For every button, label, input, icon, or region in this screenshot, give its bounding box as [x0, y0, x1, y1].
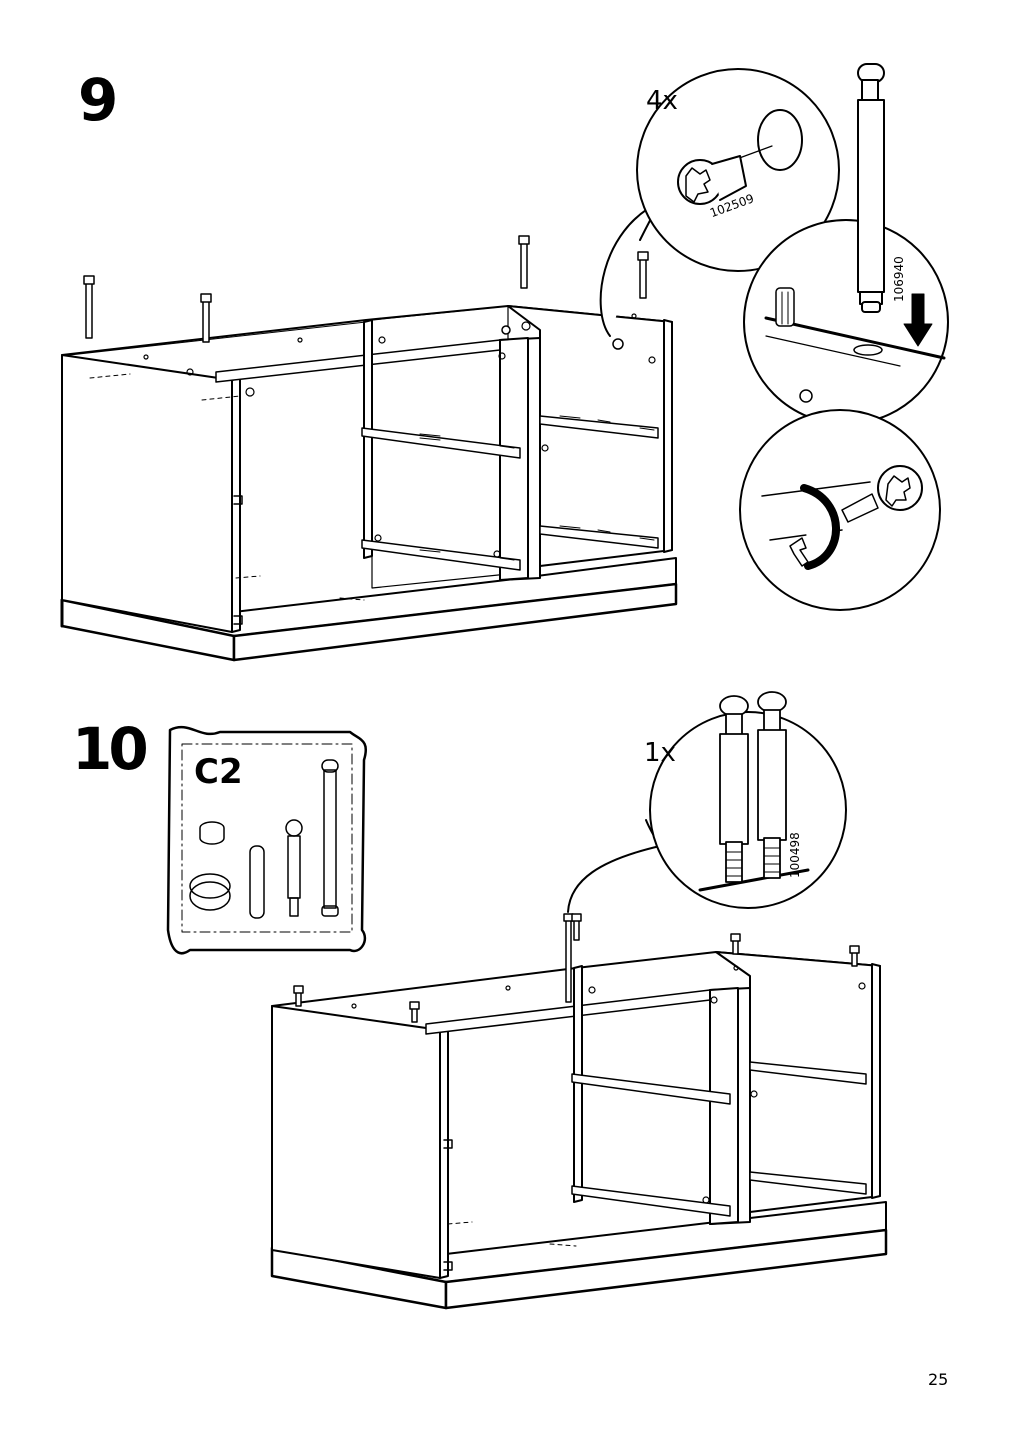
step9-callouts [599, 68, 949, 611]
step-10-number: 10 [72, 715, 149, 783]
step-9-number: 9 [78, 66, 118, 134]
step9-dowel [857, 63, 885, 313]
parts-bag-c2 [166, 725, 367, 955]
step10-cabinet [270, 913, 888, 1310]
page-number: 25 [928, 1370, 949, 1389]
step-9-quantity: 4x [646, 86, 678, 116]
screw-part-number: 100498 [788, 832, 802, 878]
parts-bag-label: C2 [194, 752, 243, 792]
step-10-quantity: 1x [644, 738, 676, 768]
step9-cabinet [60, 235, 678, 662]
dowel-part-number: 106940 [892, 256, 906, 302]
step10-callouts [567, 691, 847, 913]
